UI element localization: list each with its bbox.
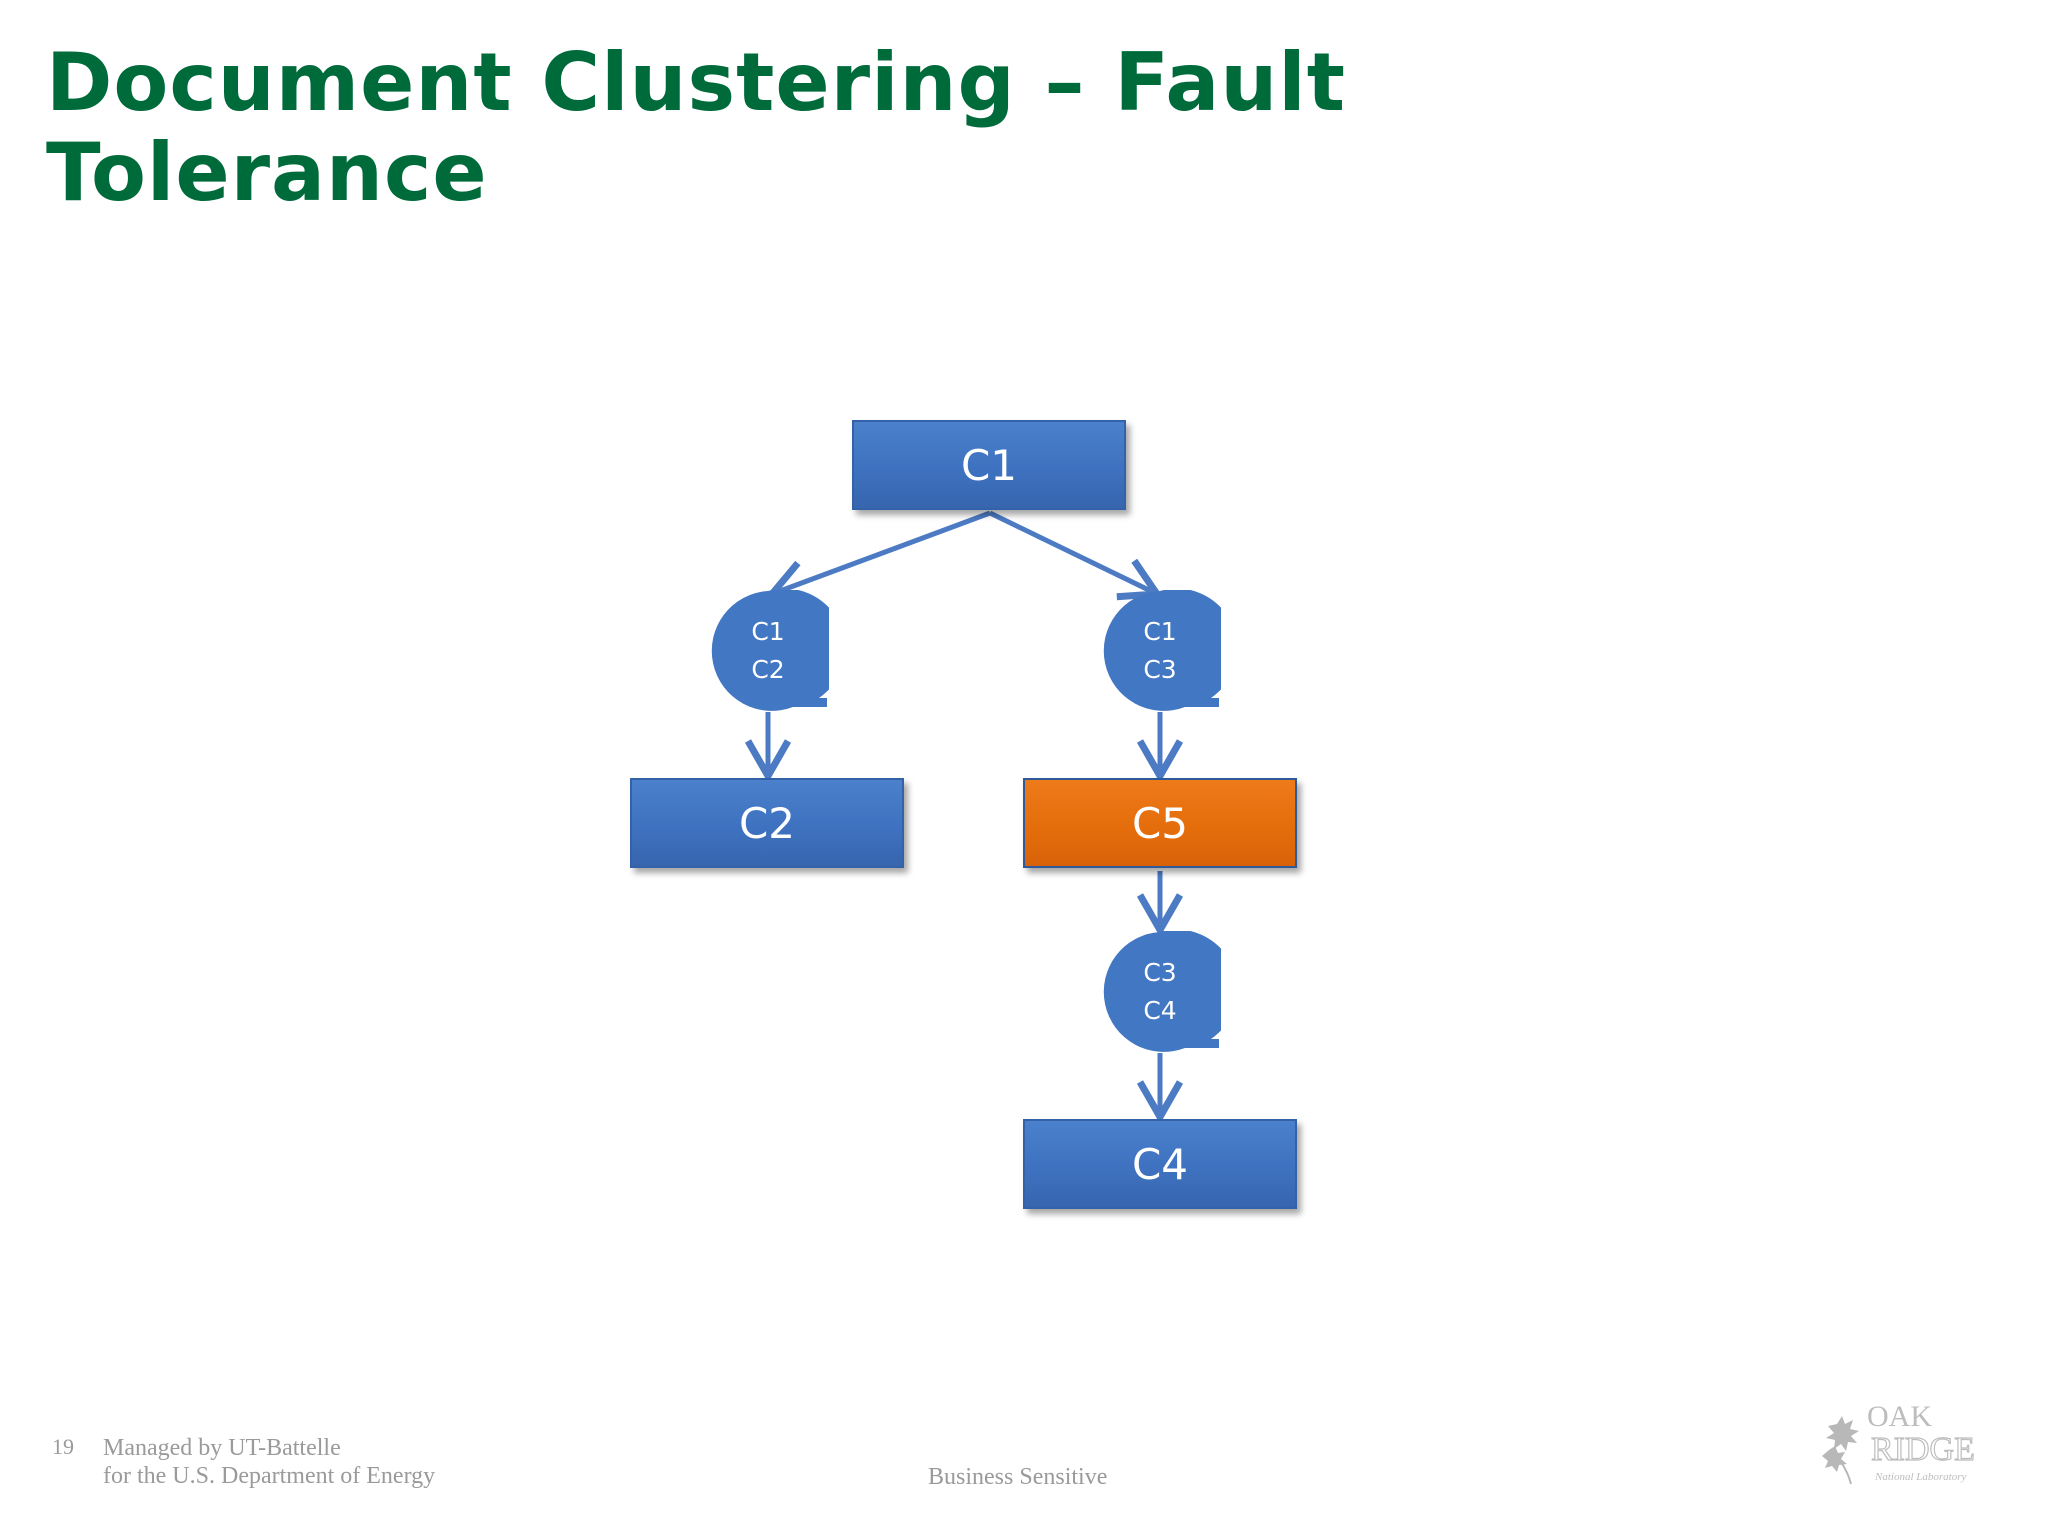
node-c4: C4 — [1023, 1119, 1297, 1209]
footer-managed-by: Managed by UT-Battelle for the U.S. Depa… — [103, 1434, 435, 1490]
node-c2: C2 — [630, 778, 904, 868]
oak-ridge-logo: OAK RIDGE National Laboratory — [1822, 1400, 1975, 1485]
node-c1-label: C1 — [960, 440, 1018, 490]
transfer-bottom-line1: C3 — [1143, 958, 1177, 987]
slide-title-line2: Tolerance — [46, 126, 488, 219]
speech-circle-icon — [1103, 590, 1221, 711]
slide-title: Document Clustering – Fault Tolerance — [46, 38, 1446, 218]
leaf-icon — [1822, 1416, 1859, 1485]
node-c4-label: C4 — [1131, 1139, 1189, 1189]
node-c1: C1 — [852, 420, 1126, 510]
transfer-left: C1 C2 — [707, 590, 829, 712]
transfer-right: C1 C3 — [1099, 590, 1221, 712]
footer-business-sensitive: Business Sensitive — [928, 1464, 1108, 1490]
transfer-left-line2: C2 — [751, 655, 785, 684]
node-c5-label: C5 — [1131, 798, 1189, 848]
speech-circle-icon — [711, 590, 829, 711]
logo-line3: National Laboratory — [1874, 1471, 1966, 1483]
transfer-bottom-line2: C4 — [1143, 996, 1177, 1025]
transfer-right-line1: C1 — [1143, 617, 1177, 646]
page-number: 19 — [52, 1434, 74, 1459]
speech-circle-icon — [1103, 931, 1221, 1052]
footer-managed-line2: for the U.S. Department of Energy — [103, 1463, 436, 1489]
transfer-bottom: C3 C4 — [1099, 931, 1221, 1053]
arrow-c1-to-right-transfer — [988, 510, 1164, 601]
logo-line1: OAK — [1867, 1400, 1932, 1433]
footer-managed-line1: Managed by UT-Battelle — [103, 1435, 341, 1461]
transfer-right-line2: C3 — [1143, 655, 1177, 684]
node-c2-label: C2 — [738, 798, 796, 848]
slide-title-line1: Document Clustering – Fault — [46, 36, 1346, 129]
transfer-left-line1: C1 — [751, 617, 785, 646]
node-c5: C5 — [1023, 778, 1297, 868]
logo-line2: RIDGE — [1871, 1431, 1975, 1468]
arrow-c1-to-left-transfer — [765, 510, 991, 605]
